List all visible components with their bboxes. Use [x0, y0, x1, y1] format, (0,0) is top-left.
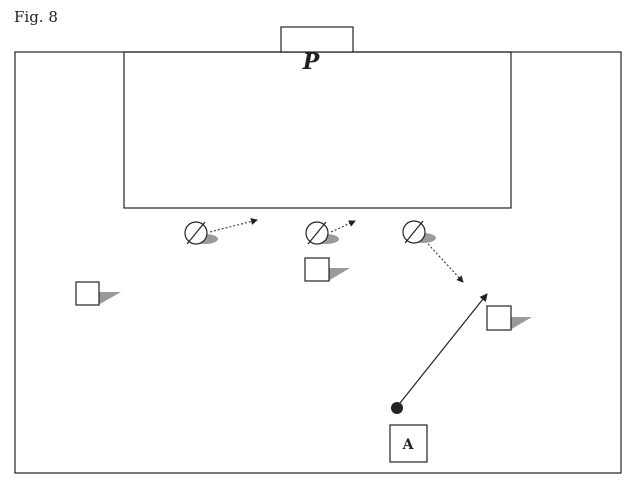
movement-arrow [330, 220, 356, 233]
teammate-marker [75, 281, 121, 306]
movement-arrow [209, 218, 258, 233]
attacker-label: A [402, 437, 415, 453]
ball-icon [391, 402, 403, 414]
defender-marker [402, 220, 436, 244]
movement-arrow [427, 243, 464, 283]
defender-marker [184, 221, 218, 245]
teammate-marker [486, 305, 532, 331]
figure-caption: Fig. 8 [14, 8, 58, 26]
defender-marker [305, 221, 339, 245]
square-icon [486, 305, 512, 331]
square-icon [304, 257, 330, 282]
teammate-marker [304, 257, 350, 282]
goal-player-label: P [302, 49, 321, 75]
attacker-box [389, 424, 428, 463]
pass-arrow [399, 293, 488, 404]
square-icon [75, 281, 100, 306]
penalty-area [123, 51, 512, 209]
goal [280, 26, 354, 53]
